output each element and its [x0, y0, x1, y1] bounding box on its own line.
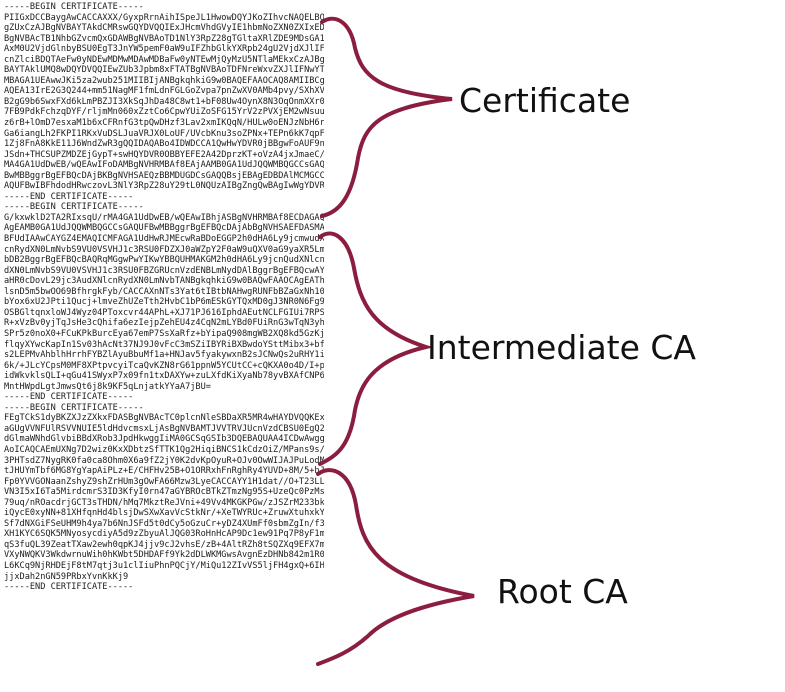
pem-line: 6k/+JLcYCpsM0MF8XPtpvcyiTcaQvKZN8rG61ppn…	[4, 360, 324, 371]
pem-line: VN3I5xI6Ta5MirdcmrS3ID3KfyI0rn47aGYBROcB…	[4, 487, 324, 498]
pem-begin-marker: -----BEGIN CERTIFICATE-----	[4, 202, 144, 213]
pem-line: AgEAMB0GA1UdJQQWMBQGCCsGAQUFBwMBBggrBgEF…	[4, 223, 324, 234]
pem-end-marker: -----END CERTIFICATE-----	[4, 191, 134, 202]
pem-line: 3PHTsdZ7NygRK0fa0ca8Ohm0X6a9fZ2jY0K2dvKp…	[4, 455, 324, 466]
pem-line: AxM0U2VjdGlnbyBSU0EgT3JnYW5pemF0aW9uIFZh…	[4, 44, 324, 55]
pem-line: idWkvklsQLI+qGu41SWyxP7x09fn1txDAXYw+zuL…	[4, 371, 324, 382]
pem-line: z6rB+lOmD7esxaM1b6xCFRnfG3tpQwDHzf3Lav2x…	[4, 118, 324, 129]
pem-line: s2LEPMvAhblhHrrhFYBZlAyuBbuMf1a+HNJav5fy…	[4, 350, 324, 361]
pem-end-marker: -----END CERTIFICATE-----	[4, 582, 134, 593]
pem-line: Fp0YVVGONaanZshyZ9shZrHUm3gOwFA66Mzw3Lye…	[4, 476, 324, 487]
pem-line: tJHUYmTbf6MG8YgYapAiPLz+E/CHFHv25B+O1ORR…	[4, 466, 324, 477]
pem-begin-marker: -----BEGIN CERTIFICATE-----	[4, 402, 144, 413]
pem-line: dGlmaWNhdGlvbiBBdXRob3JpdHkwggIiMA0GCSqG…	[4, 434, 324, 445]
pem-line: JSdn+THCSUPZMDZEjGypT+swHQYDVR0OBBYEFE2A…	[4, 149, 324, 160]
pem-line: dXN0LmNvbS9VU0VSVHJ1c3RSU0FBZGRUcnVzdENB…	[4, 265, 324, 276]
pem-line: lsnD5m5bwOO69BfhrgkFyb/CACCAXnNTs3Yat6tI…	[4, 286, 324, 297]
certificate-brace	[320, 16, 453, 218]
pem-line: MA4GA1UdDwEB/wQEAwIFoDAMBgNVHRMBAf8EAjAA…	[4, 160, 324, 171]
pem-line: cnZlciBDQTAeFw0yNDEwMDMwMDAwMDBaFw0yNTEw…	[4, 54, 324, 65]
pem-line: BFUdIAAwCAYGZ4EMAQICMFAGA1UdHwRJMEcwRaBD…	[4, 234, 324, 245]
pem-line: cnRydXN0LmNvbS9VU0VSVHJ1c3RSU0FDZXJ0aWZp…	[4, 244, 324, 255]
certificate-label: Certificate	[459, 81, 631, 120]
pem-line: jjxDah2nGN59PRbxYvnKkKj9	[4, 571, 129, 582]
pem-line: G/kxwklD2TA2RIxsqU/rMA4GA1UdDwEB/wQEAwIB…	[4, 212, 324, 223]
pem-line: iQycE0xyNN+81XHfqnHd4blsjDwSXwXavVcStkNr…	[4, 508, 324, 519]
pem-line: BgNVBAcTB1NhbGZvcmQxGDAWBgNVBAoTD1NlY3Rp…	[4, 33, 324, 44]
pem-line: AQEA13IrE2G3Q244+mm51NagMF1fmLdnFGLGoZvp…	[4, 86, 324, 97]
pem-line: BwMBBggrBgEFBQcDAjBKBgNVHSAEQzBBMDUGDCsG…	[4, 170, 324, 181]
pem-line: R+xVzBv0yjTqJsHe3cQhifa6ezIejpZehEU4z4Cq…	[4, 318, 324, 329]
pem-line: aGUgVVNFUlRSVVNUIE5ldHdvcmsxLjAsBgNVBAMT…	[4, 423, 324, 434]
pem-line: Sf7dNXGiFSeUHM9h4ya7b6NnJSFd5t0dCy5oGzuC…	[4, 518, 324, 529]
pem-line: 1Zj8FnA8KkE11J6WndZwR3gQQIDAQABo4IDWDCCA…	[4, 139, 324, 150]
root-brace	[316, 468, 475, 666]
pem-line: B2gG9b6SwxFXd6kLmPBZJI3XkSqJhDa48C8wt1+b…	[4, 96, 324, 107]
pem-line: MntHWpdLgtJmwsQt6j8k9KF5qLnjatkYYaA7jBU=	[4, 381, 211, 392]
pem-line: XH1KYC6SQK5MNyosycdiyA5d9zZbyuAlJQG03RoH…	[4, 529, 324, 540]
pem-line: BAYTAklUMQ8wDQYDVQQIEwZUb3Jpbm8xFTATBgNV…	[4, 65, 324, 76]
pem-line: SPr5z0noX0+FCuKPkBurcEya67emP7SsXaRfz+bY…	[4, 328, 324, 339]
pem-begin-marker: -----BEGIN CERTIFICATE-----	[4, 2, 144, 12]
pem-line: gZUxCzAJBgNVBAYTAkdCMRswGQYDVQQIExJHcmVh…	[4, 23, 324, 34]
pem-line: 79uq/nROacdrjGCT3sTHDN/hMq7MkztReJVni+49…	[4, 497, 324, 508]
pem-line: aHR0cDovL29jc3AudXNlcnRydXN0LmNvbTANBgkq…	[4, 276, 324, 287]
intermediate-ca-label: Intermediate CA	[427, 328, 697, 367]
pem-line: qS3fuQL39ZeatTXaw2ewh0qpKJ4jjv9cJ2vhsE/z…	[4, 539, 324, 550]
pem-line: VXyNWQKV3WkdwrnuWih0hKWbt5DHDAFf9Yk2dDLW…	[4, 550, 324, 561]
pem-line: Ga6iangLh2FKPI1RKxVuDSLJuaVRJX0LoUF/UVcb…	[4, 128, 324, 139]
pem-line: bYox6xU2JPti1Qucj+lmveZhUZeTth2HvbC1bP6m…	[4, 297, 324, 308]
pem-line: MBAGA1UEAwwJKi5za2wub251MIIBIjANBgkqhkiG…	[4, 75, 324, 86]
pem-line: bDB2BggrBgEFBQcBAQRqMGgwPwYIKwYBBQUHMAKG…	[4, 255, 324, 266]
pem-line: AoICAQCAEmUXNg7D2wiz0KxXDbtzSfTTK1Qg2Hiq…	[4, 444, 324, 455]
intermediate-brace	[318, 231, 434, 466]
pem-line: OSBGltqnxloWJ4Wyz04PToxcvr44APhL+XJ71PJ6…	[4, 307, 324, 318]
pem-line: PIIGxDCCBaygAwCACCAXXX/GyxpRrnAihISpeJL1…	[4, 12, 324, 23]
pem-line: FEgTCkS1dyBKZXJzZXkxFDASBgNVBAcTC0plcnNl…	[4, 413, 324, 424]
pem-certificate-chain-text: -----BEGIN CERTIFICATE-----PIIGxDCCBaygA…	[4, 2, 324, 593]
pem-line: 7FB9PdkFchzqDYF/rljmMn060xZztCo6CpwYUiZo…	[4, 107, 324, 118]
root-ca-label: Root CA	[497, 572, 628, 611]
pem-line: flqyXYwcKapIn1Sv03hAcNt37NJ9J0vFcC3mSZiI…	[4, 339, 324, 350]
pem-line: AQUFBwIBFhdodHRwczovL3NlY3RpZ28uY29tL0NQ…	[4, 181, 324, 192]
pem-line: L6KCq9NjRHDEjF8tM7qtj3u1clIiuPhnPQCjY/Mi…	[4, 560, 324, 571]
pem-end-marker: -----END CERTIFICATE-----	[4, 392, 134, 403]
